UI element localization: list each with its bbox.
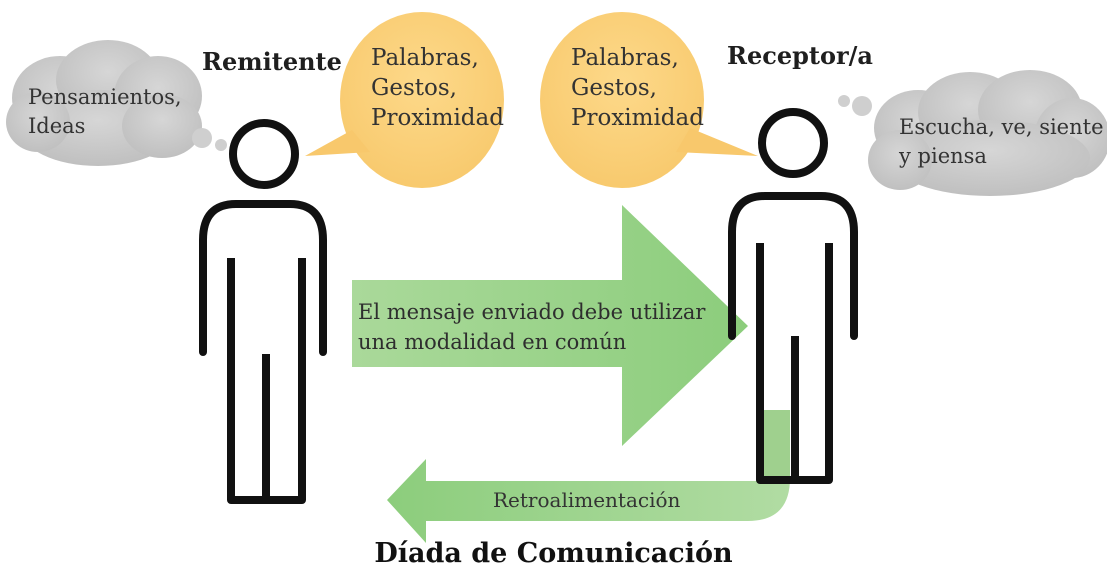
receiver-thought-line: Escucha, ve, siente bbox=[899, 115, 1104, 139]
sender-figure bbox=[199, 119, 327, 504]
diagram-title: Díada de Comunicación bbox=[374, 538, 733, 569]
sender-thought-cloud bbox=[6, 40, 227, 166]
receiver-foot-fill bbox=[761, 410, 790, 480]
receiver-thought-cloud bbox=[838, 70, 1107, 196]
sender-speech-text: Palabras, Gestos, Proximidad bbox=[371, 43, 504, 133]
receiver-speech-line: Palabras, bbox=[571, 45, 679, 71]
receiver-head bbox=[758, 108, 828, 178]
sender-thought-text: Pensamientos, Ideas bbox=[28, 83, 182, 141]
receiver-thought-text: Escucha, ve, siente y piensa bbox=[899, 113, 1104, 171]
receiver-thought-line: y piensa bbox=[899, 144, 987, 168]
message-arrow-line: una modalidad en común bbox=[358, 330, 627, 354]
sender-role-label: Remitente bbox=[202, 47, 342, 76]
sender-thought-line: Ideas bbox=[28, 114, 86, 138]
sender-speech-bubble bbox=[305, 12, 504, 188]
receiver-speech-line: Proximidad bbox=[571, 105, 704, 131]
message-arrow-text: El mensaje enviado debe utilizar una mod… bbox=[358, 297, 705, 357]
sender-body bbox=[199, 200, 327, 356]
sender-speech-line: Palabras, bbox=[371, 45, 479, 71]
receiver-role-label: Receptor/a bbox=[727, 41, 873, 70]
sender-head bbox=[229, 119, 299, 189]
feedback-arrow-label: Retroalimentación bbox=[493, 488, 681, 512]
receiver-speech-line: Gestos, bbox=[571, 75, 657, 101]
receiver-speech-text: Palabras, Gestos, Proximidad bbox=[571, 43, 704, 133]
receiver-figure bbox=[728, 108, 858, 484]
sender-speech-line: Proximidad bbox=[371, 105, 504, 131]
feedback-arrow bbox=[387, 410, 790, 543]
sender-thought-line: Pensamientos, bbox=[28, 85, 182, 109]
receiver-speech-bubble bbox=[540, 12, 758, 188]
message-arrow-line: El mensaje enviado debe utilizar bbox=[358, 300, 706, 324]
message-arrow bbox=[352, 205, 748, 446]
receiver-body bbox=[728, 192, 858, 340]
sender-speech-line: Gestos, bbox=[371, 75, 457, 101]
